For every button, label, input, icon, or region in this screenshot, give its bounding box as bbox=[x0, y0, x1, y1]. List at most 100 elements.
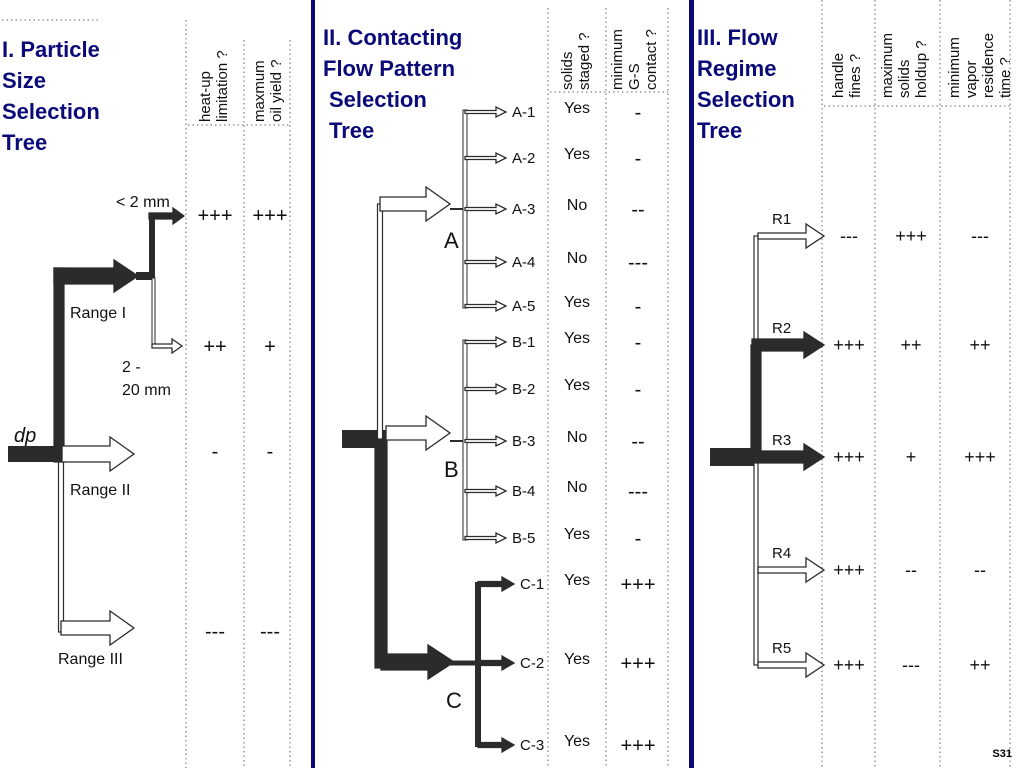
tree3-column-header-line: handle bbox=[830, 53, 847, 98]
tree2-contact-value: -- bbox=[631, 431, 644, 453]
tree2-leaf-id: B-4 bbox=[512, 483, 535, 500]
tree2-staged-value: Yes bbox=[564, 572, 590, 589]
tree2-staged-value: No bbox=[567, 250, 588, 267]
tree1-sub-trunk bbox=[149, 216, 155, 280]
tree1-sub-trunk-lower bbox=[151, 277, 156, 349]
tree1-yield-rating: --- bbox=[260, 621, 280, 643]
tree3-holdup-rating: ++ bbox=[900, 335, 921, 355]
tree2-leaf-arrow bbox=[464, 434, 508, 448]
tree2-trunk-to-c bbox=[374, 438, 388, 669]
tree3-column-header-line: fines ? bbox=[847, 54, 864, 98]
tree2-leaf-id: B-3 bbox=[512, 433, 535, 450]
tree1-selected-trunk bbox=[53, 267, 65, 463]
tree1-range1-arrow bbox=[53, 258, 140, 294]
tree2-leaf-arrow bbox=[464, 531, 508, 545]
tree2-contact-value: - bbox=[635, 102, 642, 124]
tree3-residence-rating: ++ bbox=[969, 655, 990, 675]
tree2-staged-value: Yes bbox=[564, 526, 590, 543]
tree2-leaf-arrow bbox=[464, 335, 508, 349]
tree3-regime-label: R5 bbox=[772, 640, 791, 657]
panel-1-title-line: I. Particle bbox=[2, 37, 100, 62]
tree2-group-label: B bbox=[444, 457, 459, 482]
tree2-staged-value: No bbox=[567, 429, 588, 446]
tree2-leaf-id: B-5 bbox=[512, 530, 535, 547]
tree1-branch-label: Range I bbox=[70, 305, 126, 322]
panel-1-title: I. Particle Size Selection Tree bbox=[2, 34, 100, 158]
panel-1-title-line: Size bbox=[2, 68, 47, 93]
tree3-column-header-line: residence bbox=[980, 33, 997, 98]
tree3-residence-rating: ++ bbox=[969, 335, 990, 355]
tree2-leaf-id: A-1 bbox=[512, 104, 535, 121]
tree2-leaf-arrow bbox=[464, 299, 508, 313]
tree2-group-label: C bbox=[446, 688, 462, 713]
tree3-trunk-upper bbox=[753, 235, 759, 346]
tree1-range3-arrow bbox=[60, 609, 136, 647]
panel-2-title: II. Contacting Flow Pattern Selection Tr… bbox=[323, 22, 462, 146]
panel-divider-1 bbox=[311, 0, 315, 768]
tree3-column-header-line: vapor bbox=[963, 60, 980, 98]
tree3-holdup-rating: --- bbox=[902, 655, 920, 675]
tree2-leaf-arrow bbox=[477, 575, 516, 593]
panel-3-title-line: Tree bbox=[697, 118, 743, 143]
tree3-input-bar bbox=[710, 448, 758, 466]
tree3-fines-rating: +++ bbox=[833, 335, 865, 355]
tree2-leaf-id: C-2 bbox=[520, 655, 544, 672]
tree3-holdup-rating: +++ bbox=[895, 226, 927, 246]
tree2-leaf-id: B-2 bbox=[512, 381, 535, 398]
tree2-contact-value: - bbox=[635, 296, 642, 318]
tree2-contact-value: +++ bbox=[620, 735, 655, 757]
tree1-branch-label: Range II bbox=[70, 482, 130, 499]
tree1-heat-rating: +++ bbox=[197, 205, 232, 227]
tree2-leaf-arrow bbox=[477, 736, 516, 754]
panel-2-title-line: Flow Pattern bbox=[323, 56, 456, 81]
tree2-trunk-to-a bbox=[376, 203, 384, 440]
tree1-range1-stub bbox=[136, 272, 153, 280]
tree2-column-header-line: G-S bbox=[626, 63, 643, 90]
tree1-column-header-line: maxmum bbox=[251, 60, 268, 122]
tree2-staged-value: Yes bbox=[564, 100, 590, 117]
tree1-input-bar bbox=[8, 446, 62, 462]
tree2-leaf-arrow bbox=[464, 484, 508, 498]
tree1-heat-rating: --- bbox=[205, 621, 225, 643]
tree3-regime-label: R4 bbox=[772, 545, 791, 562]
tree2-contact-value: - bbox=[635, 379, 642, 401]
tree2-group-c-arrow bbox=[380, 643, 456, 681]
panel-2-title-line: II. Contacting bbox=[323, 25, 463, 50]
tree2-staged-value: Yes bbox=[564, 146, 590, 163]
panel-3-title-line: III. Flow bbox=[697, 25, 778, 50]
tree2-group-label: A bbox=[444, 228, 459, 253]
tree3-trunk-lower bbox=[753, 456, 759, 666]
panel-1-title-line: Selection bbox=[2, 99, 100, 124]
tree2-staged-value: Yes bbox=[564, 294, 590, 311]
tree1-column-header-line: limitation ? bbox=[214, 50, 231, 122]
tree2-column-header-line: contact ? bbox=[643, 29, 660, 90]
tree3-column-header-line: solids bbox=[896, 60, 913, 98]
tree3-residence-rating: --- bbox=[971, 226, 989, 246]
tree3-column-header-line: holdup ? bbox=[913, 40, 930, 98]
panel-3-title-line: Selection bbox=[697, 87, 795, 112]
tree2-contact-value: -- bbox=[631, 199, 644, 221]
tree3-fines-rating: +++ bbox=[833, 655, 865, 675]
tree3-regime-arrow bbox=[757, 651, 826, 679]
panel-3-title-line: Regime bbox=[697, 56, 777, 81]
tree2-contact-value: - bbox=[635, 332, 642, 354]
tree2-leaf-id: A-5 bbox=[512, 298, 535, 315]
tree2-leaf-arrow bbox=[477, 654, 516, 672]
tree2-leaf-id: C-3 bbox=[520, 737, 544, 754]
particle-diameter-symbol: dp bbox=[14, 425, 36, 447]
tree3-regime-arrow bbox=[751, 330, 826, 360]
tree2-column-header-line: minimum bbox=[609, 29, 626, 90]
tree2-staged-value: No bbox=[567, 197, 588, 214]
tree3-column-header-line: maximum bbox=[879, 33, 896, 98]
tree2-leaf-id: A-4 bbox=[512, 254, 535, 271]
tree3-regime-arrow bbox=[757, 222, 826, 250]
tree3-regime-label: R1 bbox=[772, 211, 791, 228]
panel-divider-2 bbox=[689, 0, 694, 768]
tree3-residence-rating: +++ bbox=[964, 447, 996, 467]
tree1-heat-rating: ++ bbox=[203, 336, 226, 358]
tree1-lt2mm-arrow bbox=[148, 206, 186, 226]
tree3-fines-rating: --- bbox=[840, 226, 858, 246]
tree2-staged-value: Yes bbox=[564, 330, 590, 347]
tree1-branch-label: Range III bbox=[58, 651, 123, 668]
tree1-heat-rating: - bbox=[212, 441, 219, 463]
